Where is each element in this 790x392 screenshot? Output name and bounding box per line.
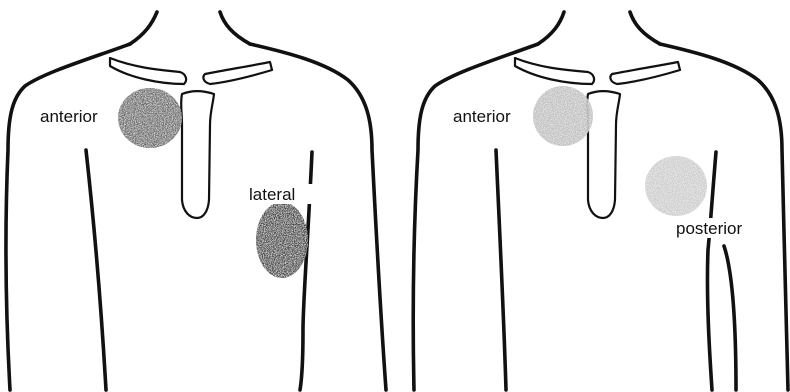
left-anterior-label: anterior: [40, 107, 98, 126]
right-torso-right-arm-line-inner: [724, 246, 736, 390]
right-torso-right-arm-line: [707, 152, 716, 390]
left-torso-neck-right: [220, 12, 250, 44]
right-posterior-lesion: [645, 156, 707, 216]
left-torso-clavicle-right: [203, 62, 272, 84]
right-torso-neck-left: [538, 12, 564, 44]
right-torso-shoulder-left: [413, 44, 538, 390]
left-lateral-lesion: [256, 202, 308, 278]
right-torso-neck-right: [630, 12, 660, 44]
right-torso-clavicle-left: [515, 58, 594, 84]
left-torso-clavicle-left: [110, 58, 186, 84]
right-torso-clavicle-right: [610, 62, 680, 84]
left-torso-neck-left: [130, 12, 157, 44]
right-torso: [413, 12, 788, 390]
left-torso-left-arm-line: [86, 150, 106, 390]
left-torso-shoulder-left: [6, 44, 130, 390]
right-anterior-label: anterior: [453, 107, 511, 126]
left-lateral-label: lateral: [249, 185, 295, 204]
left-torso: [6, 12, 386, 390]
right-torso-shoulder-right: [660, 44, 788, 390]
left-torso-sternum: [181, 91, 214, 218]
right-posterior-label: posterior: [676, 219, 742, 238]
right-torso-left-arm-line: [496, 150, 506, 390]
left-anterior-lesion: [118, 88, 182, 148]
right-anterior-lesion: [533, 86, 593, 146]
